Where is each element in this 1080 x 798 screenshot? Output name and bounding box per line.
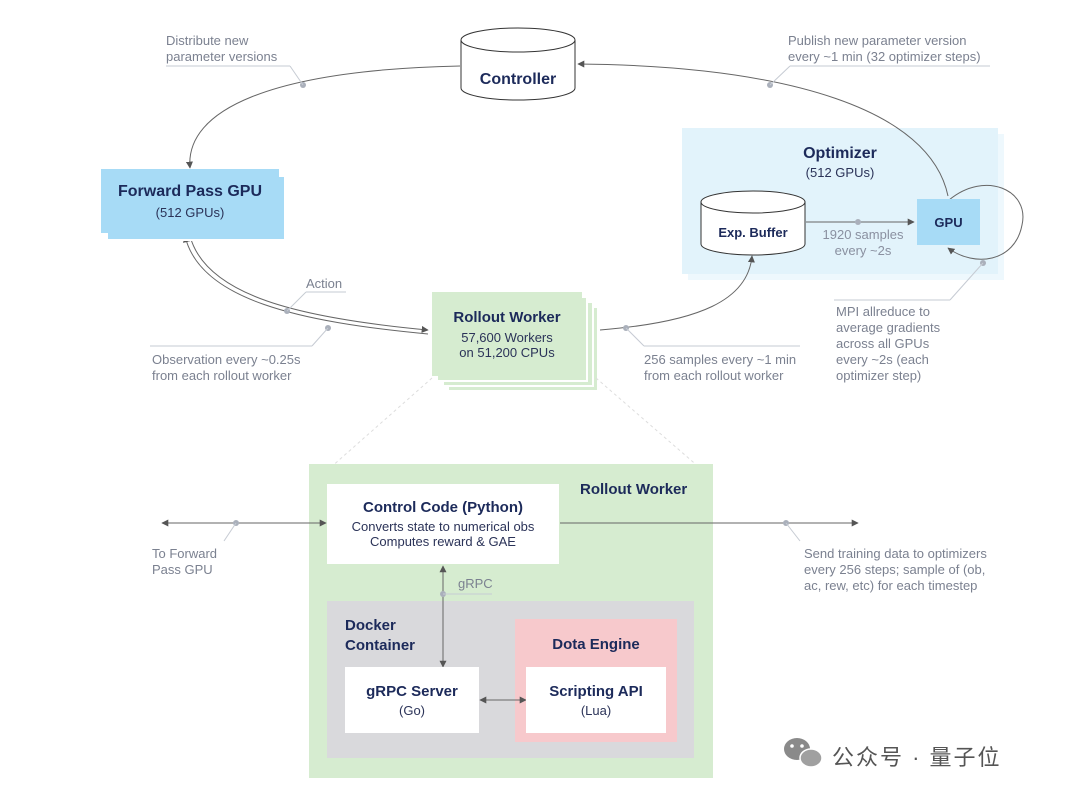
send-label-3: ac, rew, etc) for each timestep (804, 578, 978, 593)
exp-buffer-label: Exp. Buffer (718, 225, 788, 240)
rollout-title: Rollout Worker (453, 308, 561, 326)
docker-label-1: Docker (345, 617, 396, 634)
observation-label-2: from each rollout worker (152, 368, 292, 383)
mpi-label-4: every ~2s (each (836, 352, 929, 367)
mpi-label-1: MPI allreduce to (836, 304, 930, 319)
optimizer-sub: (512 GPUs) (805, 165, 875, 180)
control-code-box: Control Code (Python) Converts state to … (327, 484, 559, 564)
publish-arrow (577, 60, 949, 197)
forward-pass-gpu: Forward Pass GPU (512 GPUs) (101, 169, 279, 233)
send-label-1: Send training data to optimizers (804, 546, 987, 561)
distribute-label-1: Distribute new (166, 33, 249, 48)
rollout-line2: on 51,200 CPUs (459, 344, 555, 360)
samples-label-2: from each rollout worker (644, 368, 784, 383)
watermark-text: 公众号 · 量子位 (832, 745, 1002, 770)
docker-label-2: Container (345, 637, 416, 654)
samples-label-1: 256 samples every ~1 min (644, 352, 797, 367)
mpi-label-2: average gradients (836, 320, 941, 335)
action-label: Action (306, 276, 343, 291)
detail-title: Rollout Worker (580, 481, 688, 498)
mpi-label-5: optimizer step) (836, 368, 922, 383)
to-forward-label-1: To Forward (152, 546, 218, 561)
exp-buffer-cylinder (700, 190, 806, 256)
gpu-label: GPU (934, 214, 963, 230)
grpc-label: gRPC (458, 576, 493, 591)
action-arrow (183, 235, 429, 335)
observation-label-1: Observation every ~0.25s (152, 352, 301, 367)
wechat-icon (784, 738, 823, 768)
to-forward-label-2: Pass GPU (152, 562, 213, 577)
grpc-server-title: gRPC Server (366, 682, 458, 700)
dota-engine-label: Dota Engine (552, 636, 640, 653)
distribute-arrow (185, 65, 461, 169)
controller-cylinder (460, 27, 576, 101)
buffer-samples-2: every ~2s (834, 243, 892, 258)
forward-pass-sub: (512 GPUs) (155, 204, 225, 220)
mpi-label-3: across all GPUs (836, 336, 930, 351)
optimizer-gpu: GPU (917, 199, 980, 245)
controller-label: Controller (479, 71, 557, 88)
control-line1: Converts state to numerical obs (351, 519, 535, 534)
publish-label-2: every ~1 min (32 optimizer steps) (788, 49, 981, 64)
samples-arrow (599, 255, 755, 331)
grpc-server-box: gRPC Server (Go) (345, 667, 479, 733)
observation-arrow (189, 235, 429, 333)
rollout-line1: 57,600 Workers (461, 329, 553, 345)
optimizer-title: Optimizer (803, 145, 877, 162)
control-line2: Computes reward & GAE (370, 534, 516, 549)
distribute-label-2: parameter versions (166, 49, 278, 64)
allreduce-loop (947, 184, 1024, 260)
buffer-samples-1: 1920 samples (822, 227, 904, 242)
scripting-api-box: Scripting API (Lua) (526, 667, 666, 733)
control-title: Control Code (Python) (363, 499, 523, 516)
scripting-api-sub: (Lua) (580, 702, 612, 718)
publish-label-1: Publish new parameter version (788, 33, 967, 48)
rollout-worker: Rollout Worker 57,600 Workers on 51,200 … (432, 292, 582, 376)
scripting-api-title: Scripting API (549, 682, 643, 700)
forward-pass-title: Forward Pass GPU (117, 182, 263, 200)
grpc-server-sub: (Go) (399, 702, 425, 718)
send-label-2: every 256 steps; sample of (ob, (804, 562, 986, 577)
